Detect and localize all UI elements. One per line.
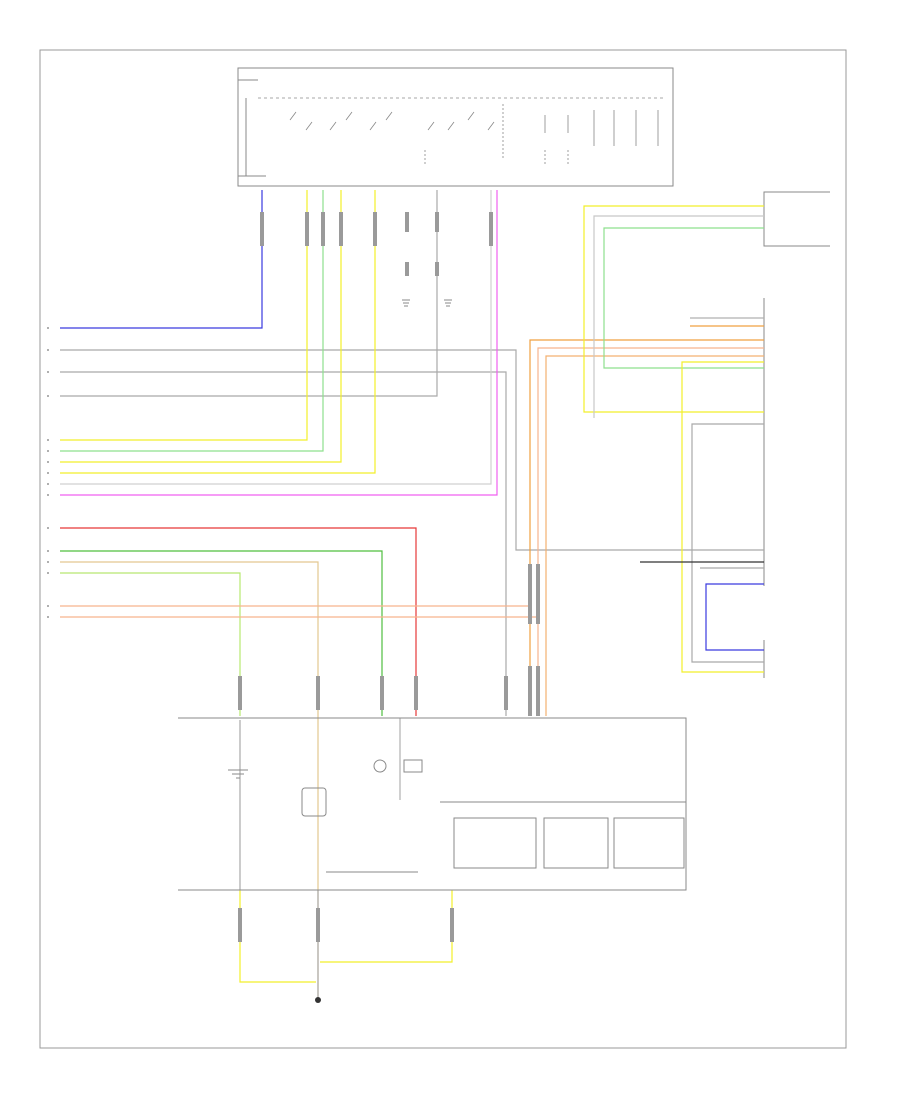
wire-gray-r2	[691, 423, 764, 663]
wire-yellow-2	[60, 190, 342, 463]
wire-orange-2	[545, 355, 764, 716]
sub-module-2	[543, 817, 609, 869]
sub-module-1	[453, 817, 537, 869]
wire-green-1	[60, 190, 324, 452]
wire-orange-1	[529, 339, 764, 716]
wire-gray-2	[60, 371, 507, 716]
wire-blue-r1	[705, 583, 764, 651]
wire-gray-3	[60, 190, 438, 397]
connector-pins	[238, 212, 540, 942]
wire-yellow-r2	[681, 361, 764, 673]
wire-blue-1	[60, 190, 263, 329]
wire-tan-1	[60, 561, 319, 1000]
wire-pink-1	[60, 190, 498, 496]
wire-end-markers	[47, 327, 49, 618]
wire-yellow-g2	[320, 890, 453, 963]
wire-yellow-g1	[239, 890, 316, 983]
wire-yellow-r1	[583, 205, 764, 413]
wire-yellow-3	[60, 190, 376, 474]
wire-salmon-3	[537, 347, 764, 716]
wire-gray-1	[60, 349, 764, 551]
wire-harness	[60, 190, 764, 1000]
wire-gray-r1	[593, 215, 764, 418]
diagram-frame	[39, 49, 847, 1049]
right-unit-top	[763, 191, 830, 247]
wire-gray-4	[60, 190, 492, 485]
wire-red-1	[60, 527, 417, 716]
ground-symbols	[315, 299, 452, 1003]
wire-yellow-1	[60, 190, 308, 441]
wire-green-r1	[603, 227, 764, 369]
front-control-unit	[237, 67, 674, 187]
wire-ltgreen-1	[60, 572, 241, 716]
wire-dkgreen-1	[60, 550, 383, 716]
body-module	[178, 717, 687, 891]
sub-module-3	[613, 817, 685, 869]
